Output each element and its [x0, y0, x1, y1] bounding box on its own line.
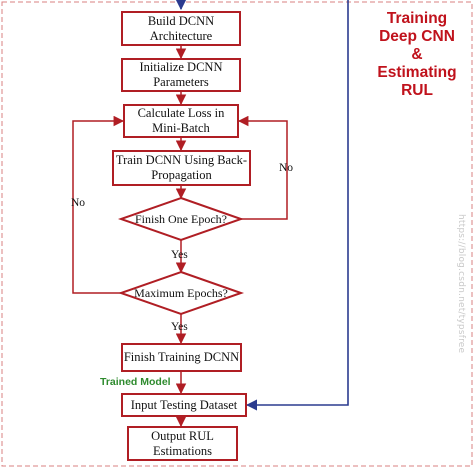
loop-inner-no — [237, 115, 288, 220]
testing-data-line — [245, 0, 349, 411]
step-finish-training: Finish Training DCNN — [121, 343, 242, 372]
decision-max-text: Maximum Epochs? — [134, 286, 228, 300]
label-no-outer: No — [71, 197, 86, 209]
step-input-testing-dataset: Input Testing Dataset — [121, 393, 247, 417]
decision-max-shape — [117, 270, 245, 316]
label-yes-epoch: Yes — [171, 249, 188, 261]
step-train-backprop: Train DCNN Using Back- Propagation — [112, 150, 251, 186]
label-no-inner: No — [279, 162, 294, 174]
page-title: Training Deep CNN & Estimating RUL — [377, 10, 457, 99]
step-output-rul: Output RUL Estimations — [127, 426, 238, 461]
trained-model-label: Trained Model — [100, 376, 171, 388]
decision-epoch-shape — [117, 196, 245, 242]
loop-outer-no — [72, 115, 125, 294]
step-build-dcnn: Build DCNN Architecture — [121, 11, 241, 46]
label-yes-max: Yes — [171, 321, 188, 333]
decision-epoch-text: Finish One Epoch? — [135, 212, 227, 226]
watermark: https://blog.csdn.net/typsfree — [456, 214, 466, 354]
step-initialize-parameters: Initialize DCNN Parameters — [121, 58, 241, 92]
step-calculate-loss: Calculate Loss in Mini-Batch — [123, 104, 239, 138]
